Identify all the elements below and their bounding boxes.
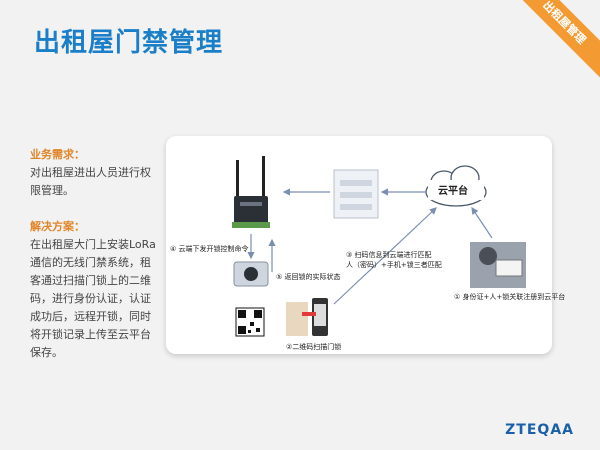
step5-label: ⑤ 返回锁的实际状态 [276,273,341,281]
solution-section: 解决方案： 在出租屋大门上安装LoRa通信的无线门禁系统，租客通过扫描门锁上的二… [30,218,156,362]
business-heading: 业务需求： [30,148,85,161]
page-title: 出租屋门禁管理 [34,28,224,58]
phone-scan-icon [286,298,328,336]
cloud-label: 云平台 [438,186,468,197]
diagram-graphics [232,156,526,337]
solution-text: 在出租屋大门上安装LoRa通信的无线门禁系统，租客通过扫描门锁上的二维码，进行身… [30,238,156,359]
arrow-id-to-cloud [471,207,493,239]
qr-code-icon [235,307,265,337]
company-logo: ZTEQAA [505,422,574,438]
step3-label-line1: ③ 扫码信息到云端进行匹配 [346,251,432,259]
step3-label-line2: 人（密码）+手机+锁三者匹配 [346,261,442,269]
step2-label: ②二维码扫描门锁 [286,343,342,351]
gateway-icon [232,156,270,228]
arrow-phone-to-cloud [333,207,437,305]
business-section: 业务需求： 对出租屋进出人员进行权限管理。 [30,146,156,200]
lock-controller-icon [233,261,269,287]
corner-ribbon: 出租屋管理 [505,0,600,82]
step4-label: ④ 云端下发开锁控制命令 [170,245,249,253]
step1-label: ① 身份证+人+锁关联注册到云平台 [454,293,566,301]
server-icon [333,169,379,219]
cloud-icon [425,165,487,207]
solution-heading: 解决方案： [30,220,85,233]
business-text: 对出租屋进出人员进行权限管理。 [30,166,151,197]
flow-diagram: 云平台 ① 身份证+人+锁关联注册到云平台 ②二维码扫描门锁 ③ 扫码信息到云端… [166,136,565,354]
id-card-person-icon [470,242,526,288]
